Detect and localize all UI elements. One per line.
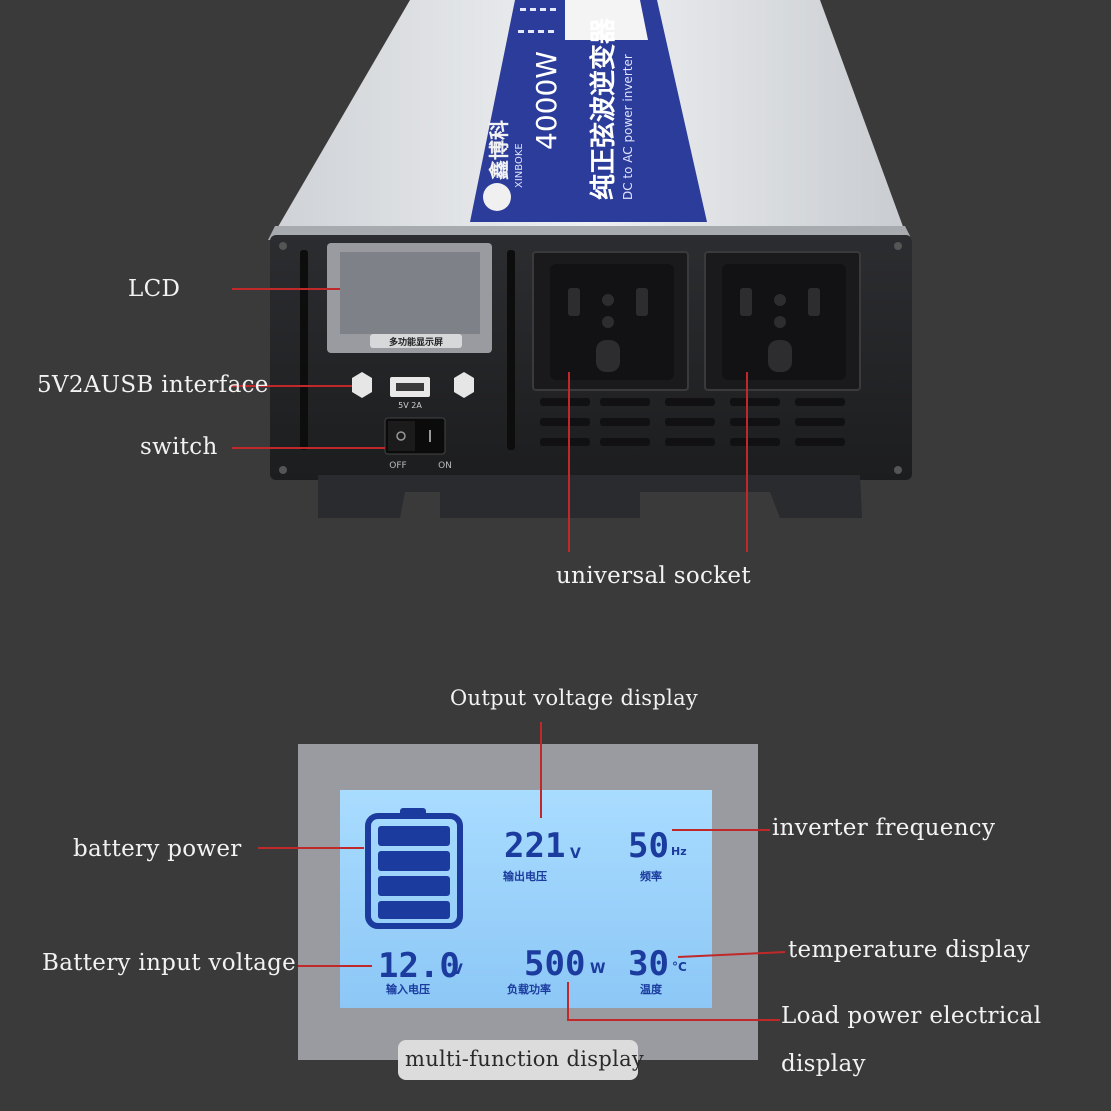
vent-slots-bottom	[540, 398, 845, 446]
leader-lines-display	[258, 722, 786, 1021]
callout-usb-interface: 5V2AUSB interface	[37, 372, 269, 398]
callout-inverter-frequency: inverter frequency	[772, 815, 996, 841]
callout-battery-input-voltage: Battery input voltage	[42, 950, 297, 976]
product-name-en: DC to AC power inverter	[621, 54, 635, 200]
brand-label-strip	[470, 0, 707, 222]
callout-switch: switch	[140, 434, 218, 460]
battery-level-bar	[378, 876, 450, 896]
device-lcd-screen	[340, 252, 480, 334]
input-voltage-caption: 输入电压	[386, 982, 430, 996]
frequency-caption: 频率	[640, 869, 662, 883]
callout-lcd: LCD	[128, 276, 181, 302]
battery-level-bar	[378, 901, 450, 919]
screw-icon	[279, 466, 287, 474]
usb-port-inner	[396, 383, 424, 391]
battery-level-bar	[378, 826, 450, 846]
brand-label-white-box	[565, 0, 648, 40]
callout-temperature: temperature display	[788, 937, 1031, 963]
load-power-caption: 负载功率	[507, 982, 551, 996]
output-voltage-caption: 输出电压	[503, 869, 547, 883]
output-voltage-unit: V	[570, 846, 581, 862]
temperature-caption: 温度	[640, 982, 663, 996]
vent-slots-left	[300, 250, 515, 450]
universal-socket-left[interactable]	[532, 251, 689, 391]
power-button-right[interactable]	[454, 372, 474, 398]
inverter-mounting-foot	[318, 475, 862, 518]
screw-icon	[279, 242, 287, 250]
load-power-unit: W	[590, 961, 605, 977]
brand-name-en: XINBOKE	[514, 143, 525, 188]
frequency-unit: Hz	[671, 845, 687, 858]
switch-off-label: OFF	[389, 461, 406, 471]
power-rating: 4000W	[530, 51, 563, 150]
load-power-value: 500	[524, 944, 585, 984]
device-lcd-caption: 多功能显示屏	[389, 336, 443, 348]
temperature-unit: °C	[672, 960, 687, 974]
screw-icon	[894, 466, 902, 474]
device-lcd-caption-plate	[370, 334, 462, 348]
input-voltage-unit: V	[452, 962, 463, 978]
multi-function-caption-plate	[398, 1040, 638, 1080]
switch-off-mark-icon	[396, 431, 406, 441]
temperature-value: 30	[628, 944, 669, 984]
rocker-switch-off-half	[388, 421, 415, 451]
callout-battery-power: battery power	[73, 836, 242, 862]
callout-multi-function-display: multi-function display	[405, 1047, 645, 1071]
callout-output-voltage: Output voltage display	[450, 686, 699, 710]
battery-level-bar	[378, 851, 450, 871]
leader-lines-device	[232, 288, 748, 552]
brand-name-cn: 鑫博科	[487, 120, 511, 180]
brand-logo-icon	[483, 183, 511, 211]
input-voltage-value: 12.0	[378, 946, 460, 986]
power-button-left[interactable]	[352, 372, 372, 398]
callout-load-power-line2: display	[781, 1051, 866, 1077]
frequency-value: 50	[628, 826, 669, 866]
battery-icon	[365, 808, 463, 929]
callout-load-power-line1: Load power electrical	[781, 1003, 1042, 1029]
screw-icon	[894, 242, 902, 250]
brand-label-ticks	[518, 8, 556, 33]
universal-socket-right[interactable]	[704, 251, 861, 391]
output-voltage-value: 221	[504, 826, 565, 866]
usb-caption: 5V 2A	[398, 401, 422, 410]
switch-on-label: ON	[438, 461, 452, 471]
product-name-cn: 纯正弦波逆变器	[588, 17, 619, 200]
callout-universal-socket: universal socket	[556, 563, 751, 589]
